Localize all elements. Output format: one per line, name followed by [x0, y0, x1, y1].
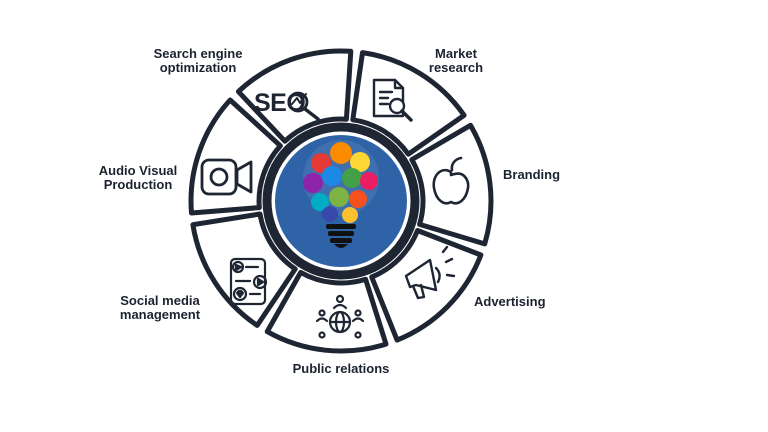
- label-advertising: Advertising: [474, 294, 546, 309]
- segment-audio-visual: [188, 97, 283, 216]
- globe-people-icon: [315, 294, 365, 339]
- segment-seo: [235, 48, 354, 144]
- label-social-media: Social media management: [119, 293, 201, 322]
- document-magnifier-icon: [372, 78, 413, 122]
- social-media-icon: [229, 257, 268, 306]
- megaphone-icon: [404, 245, 456, 300]
- segment-advertising: [369, 228, 484, 343]
- video-camera-icon: [200, 158, 253, 196]
- seo-icon: SEO: [254, 89, 320, 121]
- label-seo: Search engine optimization: [153, 46, 243, 75]
- label-market-research: Market research: [428, 46, 484, 75]
- segment-public-relations: [264, 269, 389, 354]
- segment-branding: [409, 122, 494, 247]
- label-audio-visual: Audio Visual Production: [98, 163, 178, 192]
- label-branding: Branding: [503, 167, 561, 182]
- label-public-relations: Public relations: [292, 361, 390, 376]
- lightbulb-ideas-icon: [303, 140, 379, 248]
- segment-market-research: [350, 50, 467, 157]
- apple-logo-icon: [432, 156, 470, 205]
